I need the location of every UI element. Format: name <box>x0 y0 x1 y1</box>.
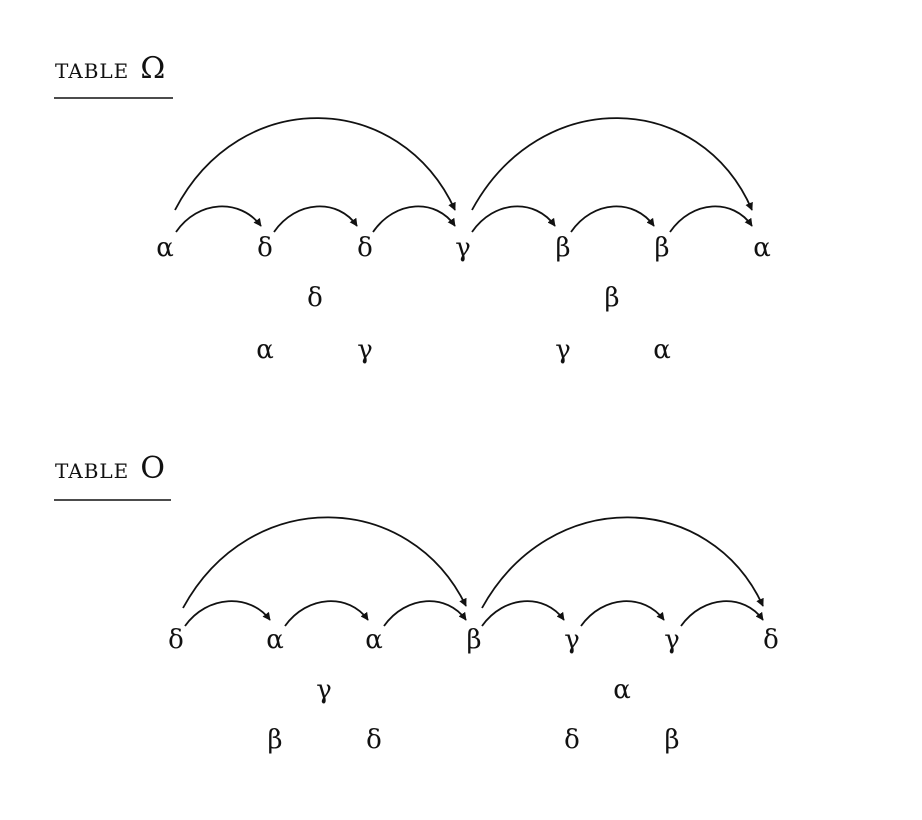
table-o-main-3: α <box>365 625 383 655</box>
table-omega-main-1: α <box>156 233 174 263</box>
table-o-main-4: β <box>466 625 481 655</box>
table-omega-small-arc-5 <box>570 205 655 233</box>
table-omega-symbol: Ω <box>140 51 165 86</box>
table-omega-main-6: β <box>654 233 669 263</box>
table-omega-heading: TABLE Ω <box>55 51 165 86</box>
table-omega-label: TABLE <box>55 59 129 83</box>
table-omega-bottom-4: α <box>653 335 671 365</box>
table-o-bottom-2: δ <box>366 725 382 755</box>
table-o-small-arc-5 <box>580 600 665 627</box>
table-omega-main-4: γ <box>455 233 471 263</box>
table-o-symbol: O <box>140 451 165 486</box>
table-omega-bottom-3: γ <box>555 335 571 365</box>
table-omega-small-arc-2 <box>273 205 358 233</box>
table-omega-small-arc-1 <box>175 205 262 233</box>
table-o-middle-2: α <box>613 675 631 705</box>
table-o-big-arc-2 <box>481 516 764 609</box>
table-omega-main-5: β <box>555 233 570 263</box>
table-o-bottom-1: β <box>267 725 282 755</box>
table-o-main-5: γ <box>564 625 580 655</box>
table-o-small-arc-3 <box>383 600 467 627</box>
table-omega-middle-1: δ <box>307 283 323 313</box>
table-o: TABLE O δ α α β γ γ δ γ α β δ δ β <box>54 451 779 755</box>
table-omega-main-7: α <box>753 233 771 263</box>
table-o-small-arc-1 <box>184 600 271 627</box>
table-o-big-arc-1 <box>182 516 467 609</box>
table-omega-middle-2: β <box>604 283 619 313</box>
table-omega-main-2: δ <box>257 233 273 263</box>
table-o-heading: TABLE O <box>55 451 165 486</box>
table-omega-main-3: δ <box>357 233 373 263</box>
table-o-middle-1: γ <box>316 675 332 705</box>
table-o-main-2: α <box>266 625 284 655</box>
table-o-bottom-4: β <box>664 725 679 755</box>
table-o-small-arc-2 <box>284 600 369 627</box>
table-omega-big-arc-2 <box>471 117 753 211</box>
table-omega-bottom-1: α <box>256 335 274 365</box>
table-o-bottom-3: δ <box>564 725 580 755</box>
table-o-label: TABLE <box>55 459 129 483</box>
table-omega: TABLE Ω α δ δ γ β β α δ β α γ γ α <box>54 51 771 365</box>
table-o-main-1: δ <box>168 625 184 655</box>
table-omega-small-arc-3 <box>372 205 456 233</box>
table-omega-bottom-2: γ <box>357 335 373 365</box>
table-o-small-arc-6 <box>680 600 764 627</box>
table-omega-small-arc-6 <box>669 205 753 233</box>
table-o-main-6: γ <box>664 625 680 655</box>
table-omega-small-arc-4 <box>471 205 556 233</box>
table-o-small-arc-4 <box>481 600 565 627</box>
table-o-main-7: δ <box>763 625 779 655</box>
table-omega-big-arc-1 <box>174 117 456 211</box>
